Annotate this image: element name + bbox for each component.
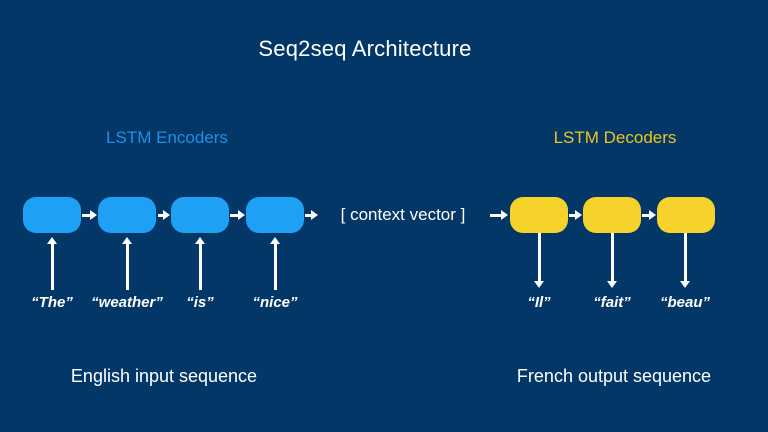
arrow-down-icon [606, 233, 617, 288]
decoder-cell-3 [657, 197, 715, 233]
input-word-weather: “weather” [91, 294, 163, 311]
output-word-beau: “beau” [659, 294, 711, 311]
arrow-right-icon [642, 210, 656, 220]
input-word-is: “is” [186, 294, 214, 311]
arrow-right-icon [305, 210, 318, 220]
output-word-il: “Il” [527, 294, 551, 311]
encoder-caption: English input sequence [70, 366, 258, 386]
decoder-section-label: LSTM Decoders [553, 128, 677, 147]
encoder-cell-3 [171, 197, 229, 233]
arrow-right-icon [158, 210, 170, 220]
arrow-down-icon [679, 233, 690, 288]
arrow-right-icon [569, 210, 582, 220]
encoder-section-label: LSTM Encoders [106, 128, 228, 147]
arrow-down-icon [533, 233, 544, 288]
input-word-the: “The” [31, 294, 73, 311]
encoder-cell-4 [246, 197, 304, 233]
input-word-nice: “nice” [252, 294, 298, 311]
arrow-up-icon [194, 237, 205, 290]
decoder-cell-2 [583, 197, 641, 233]
arrow-up-icon [269, 237, 280, 290]
arrow-right-icon [230, 210, 245, 220]
context-vector-label: [ context vector ] [340, 205, 466, 224]
arrow-up-icon [46, 237, 57, 290]
output-word-fait: “fait” [593, 294, 631, 311]
encoder-cell-2 [98, 197, 156, 233]
arrow-up-icon [121, 237, 132, 290]
decoder-cell-1 [510, 197, 568, 233]
arrow-right-icon [82, 210, 97, 220]
encoder-cell-1 [23, 197, 81, 233]
decoder-caption: French output sequence [516, 366, 712, 386]
arrow-right-icon [490, 210, 508, 220]
page-title: Seq2seq Architecture [258, 36, 472, 61]
